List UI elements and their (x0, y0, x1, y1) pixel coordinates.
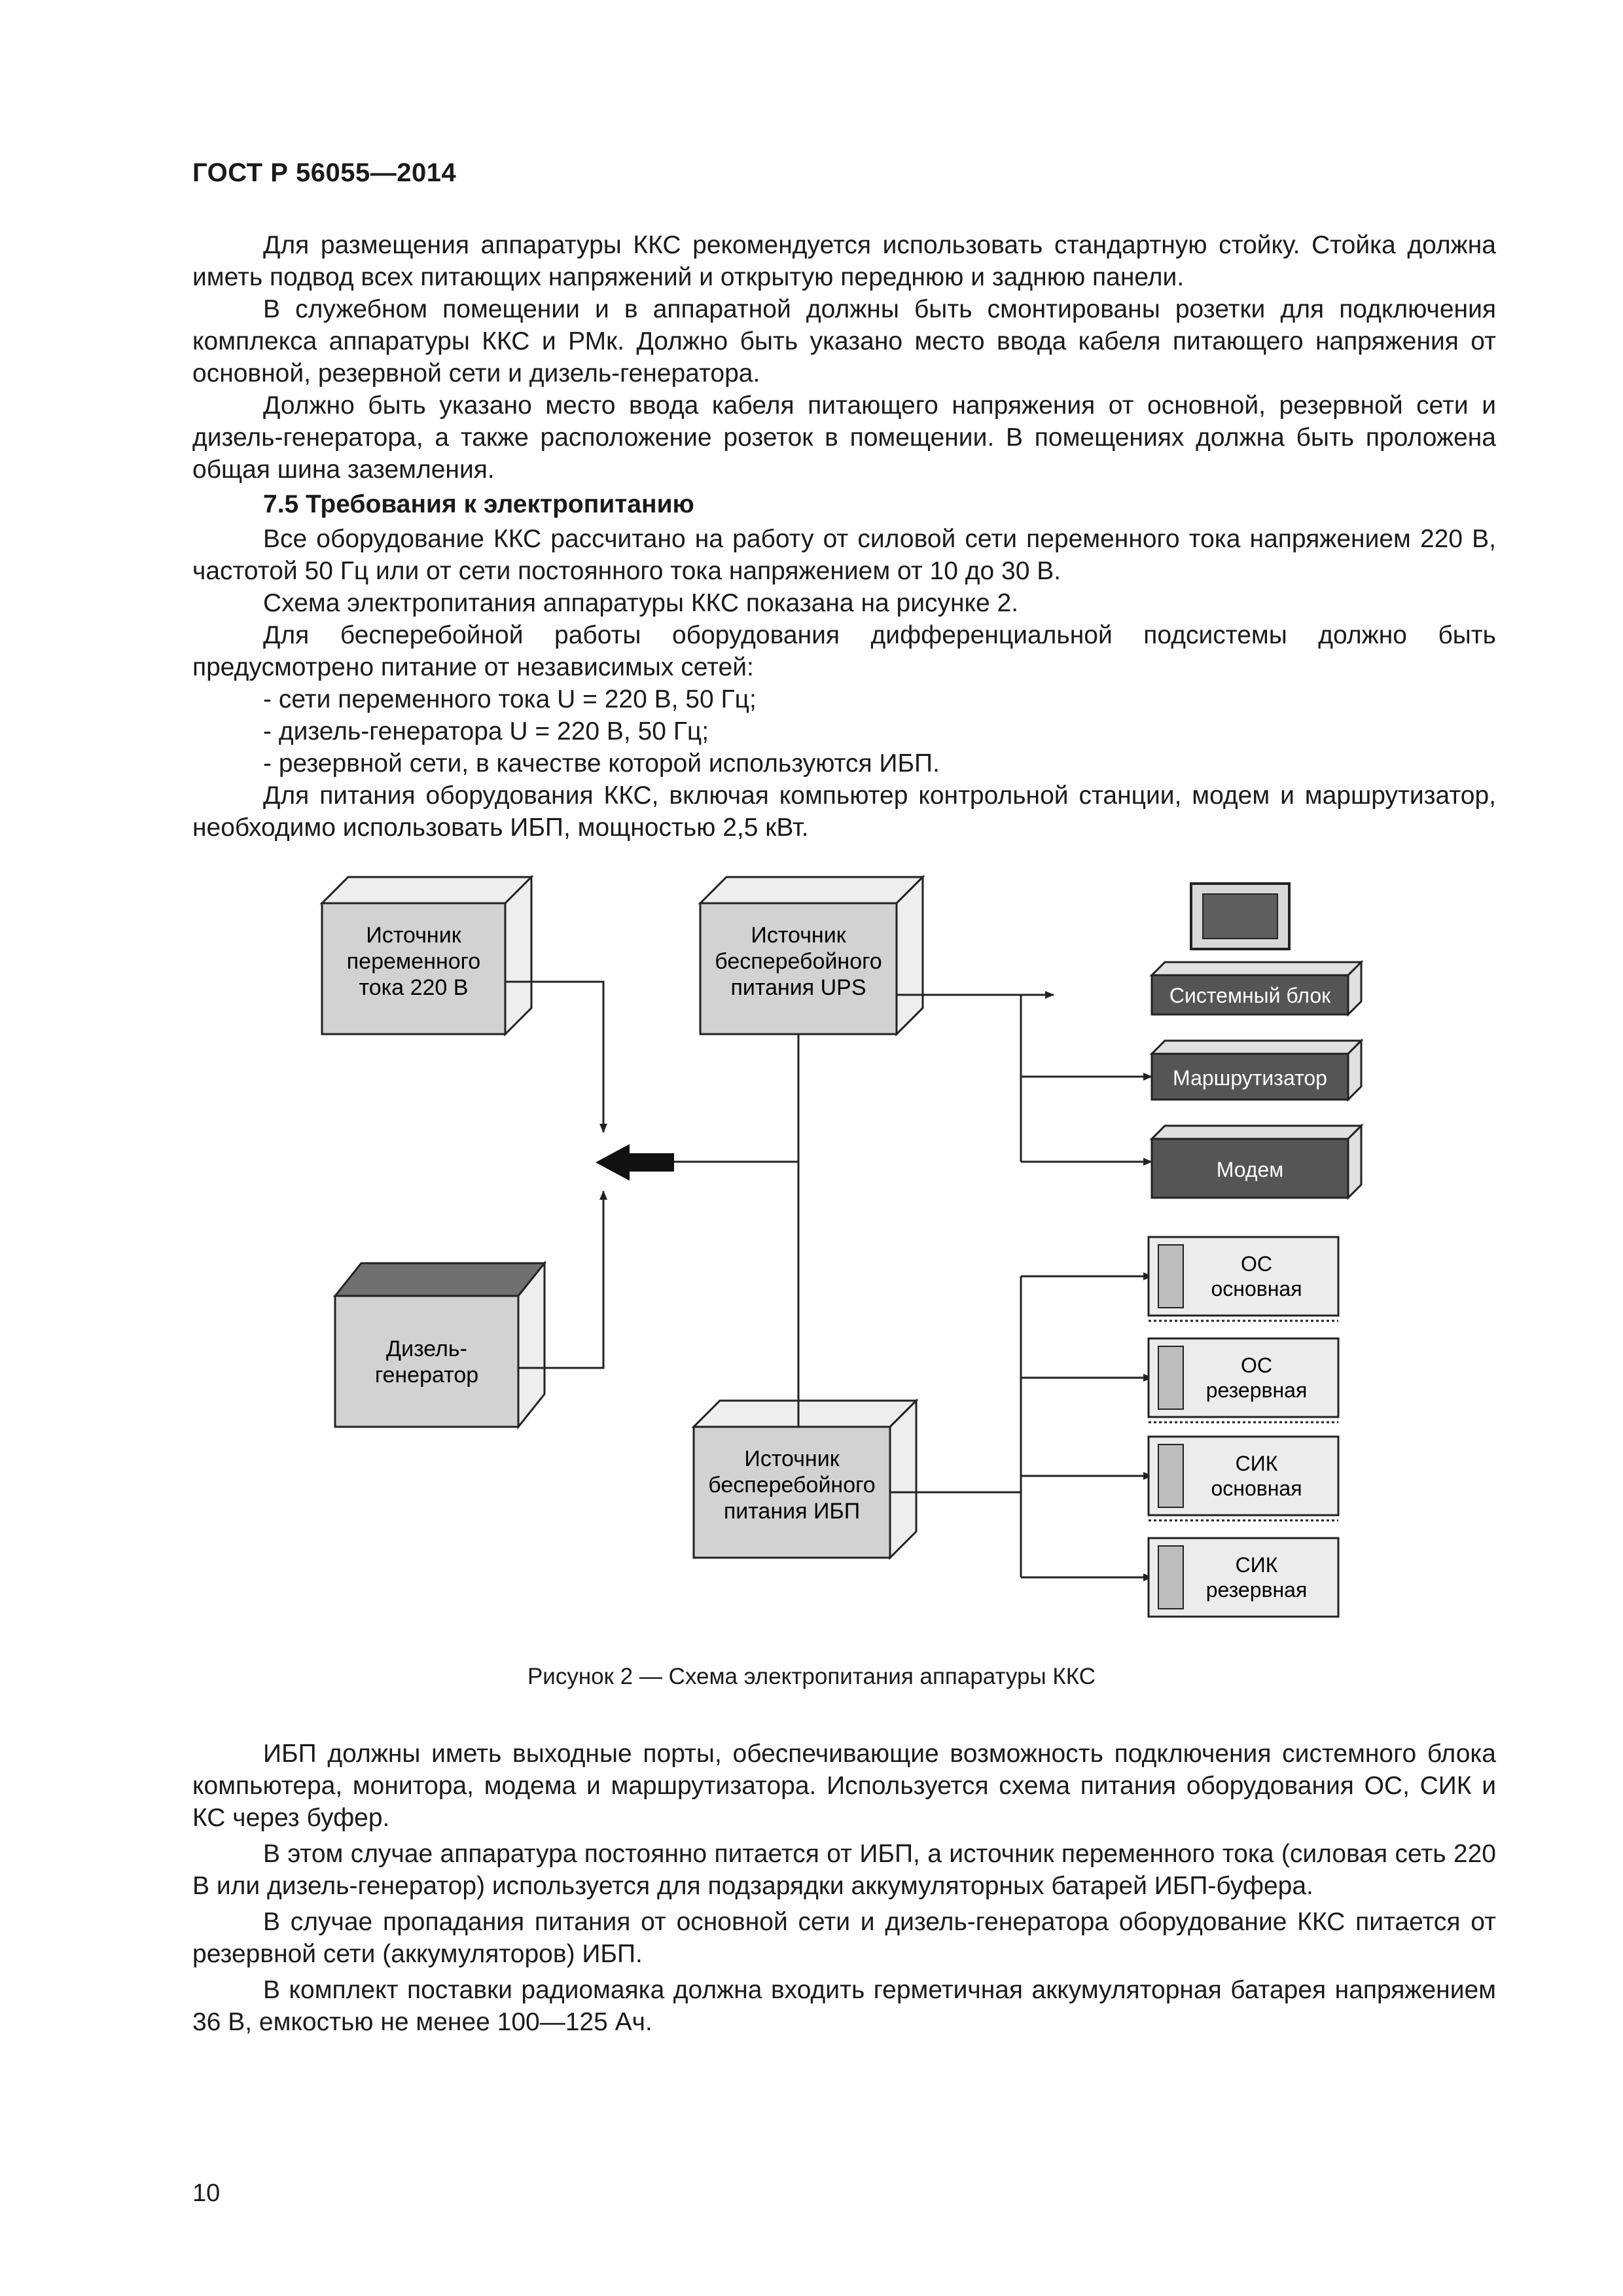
monitor-icon (1190, 882, 1291, 950)
sik-reserve-box: СИК резервная (1147, 1537, 1340, 1618)
paragraph: Для бесперебойной работы оборудования ди… (192, 621, 1496, 681)
diesel-line2: генератор (375, 1363, 478, 1388)
list-item: - дизель-генератора U = 220 В, 50 Гц; (263, 717, 709, 745)
os-reserve-line1: ОС (1241, 1354, 1272, 1377)
ups-line1: Источник (751, 923, 846, 948)
connector-lines (505, 980, 1152, 1581)
modem-box: Модем (1149, 1123, 1364, 1200)
ibp-line2: бесперебойного (708, 1473, 875, 1498)
ups-line3: питания UPS (730, 975, 866, 1000)
power-supply-diagram: Источник переменного тока 220 В Дизель- … (319, 874, 1364, 1618)
diesel-line1: Дизель- (386, 1336, 467, 1361)
section-title: 7.5 Требования к электропитанию (263, 490, 694, 518)
ibp-line3: питания ИБП (724, 1499, 860, 1524)
os-reserve-box: ОС резервная (1147, 1337, 1340, 1424)
body-text-top: Для размещения аппаратуры ККС рекомендуе… (192, 229, 1496, 844)
ups-box: Источник бесперебойного питания UPS (698, 874, 925, 1037)
list-item: - сети переменного тока U = 220 В, 50 Гц… (263, 685, 757, 713)
paragraph: Для питания оборудования ККС, включая ко… (192, 781, 1496, 842)
paragraph: В случае пропадания питания от основной … (192, 1908, 1496, 1968)
sik-main-box: СИК основная (1147, 1435, 1340, 1522)
paragraph: В комплект поставки радиомаяка должна вх… (192, 1976, 1496, 2036)
ibp-box: Источник бесперебойного питания ИБП (691, 1398, 919, 1560)
thick-arrow-icon (596, 1144, 674, 1181)
paragraph: ИБП должны иметь выходные порты, обеспеч… (192, 1740, 1496, 1832)
body-text-bottom: ИБП должны иметь выходные порты, обеспеч… (192, 1738, 1496, 2038)
diesel-generator-box: Дизель- генератор (332, 1260, 547, 1430)
router-box: Маршрутизатор (1149, 1038, 1364, 1102)
router-label: Маршрутизатор (1173, 1066, 1327, 1090)
list-item: - резервной сети, в качестве которой исп… (263, 749, 940, 778)
ibp-line1: Источник (744, 1446, 840, 1471)
page-number: 10 (192, 2179, 221, 2207)
ac-source-line2: переменного (347, 949, 480, 974)
sik-main-line2: основная (1211, 1477, 1302, 1500)
sik-reserve-line1: СИК (1236, 1553, 1278, 1577)
sik-main-line1: СИК (1236, 1452, 1278, 1475)
paragraph: Должно быть указано место ввода кабеля п… (192, 391, 1496, 484)
sik-reserve-line2: резервная (1206, 1578, 1308, 1602)
system-unit-label: Системный блок (1169, 984, 1331, 1007)
os-main-line1: ОС (1241, 1252, 1272, 1276)
paragraph: В этом случае аппаратура постоянно питае… (192, 1840, 1496, 1900)
figure-caption: Рисунок 2 — Схема электропитания аппарат… (527, 1664, 1096, 1689)
os-main-line2: основная (1211, 1277, 1302, 1300)
os-main-box: ОС основная (1147, 1236, 1340, 1322)
paragraph: В служебном помещении и в аппаратной дол… (192, 295, 1496, 387)
paragraph: Для размещения аппаратуры ККС рекомендуе… (192, 231, 1496, 291)
ac-source-line1: Источник (366, 923, 461, 948)
ac-source-box: Источник переменного тока 220 В (319, 874, 534, 1037)
modem-label: Модем (1217, 1158, 1284, 1181)
os-reserve-line2: резервная (1206, 1378, 1308, 1402)
paragraph: Все оборудование ККС рассчитано на работ… (192, 525, 1496, 585)
ups-line2: бесперебойного (715, 949, 882, 974)
paragraph: Схема электропитания аппаратуры ККС пока… (263, 589, 1019, 617)
system-unit-box: Системный блок (1149, 960, 1364, 1017)
ac-source-line3: тока 220 В (359, 975, 469, 1000)
document-header: ГОСТ Р 56055—2014 (192, 158, 457, 187)
